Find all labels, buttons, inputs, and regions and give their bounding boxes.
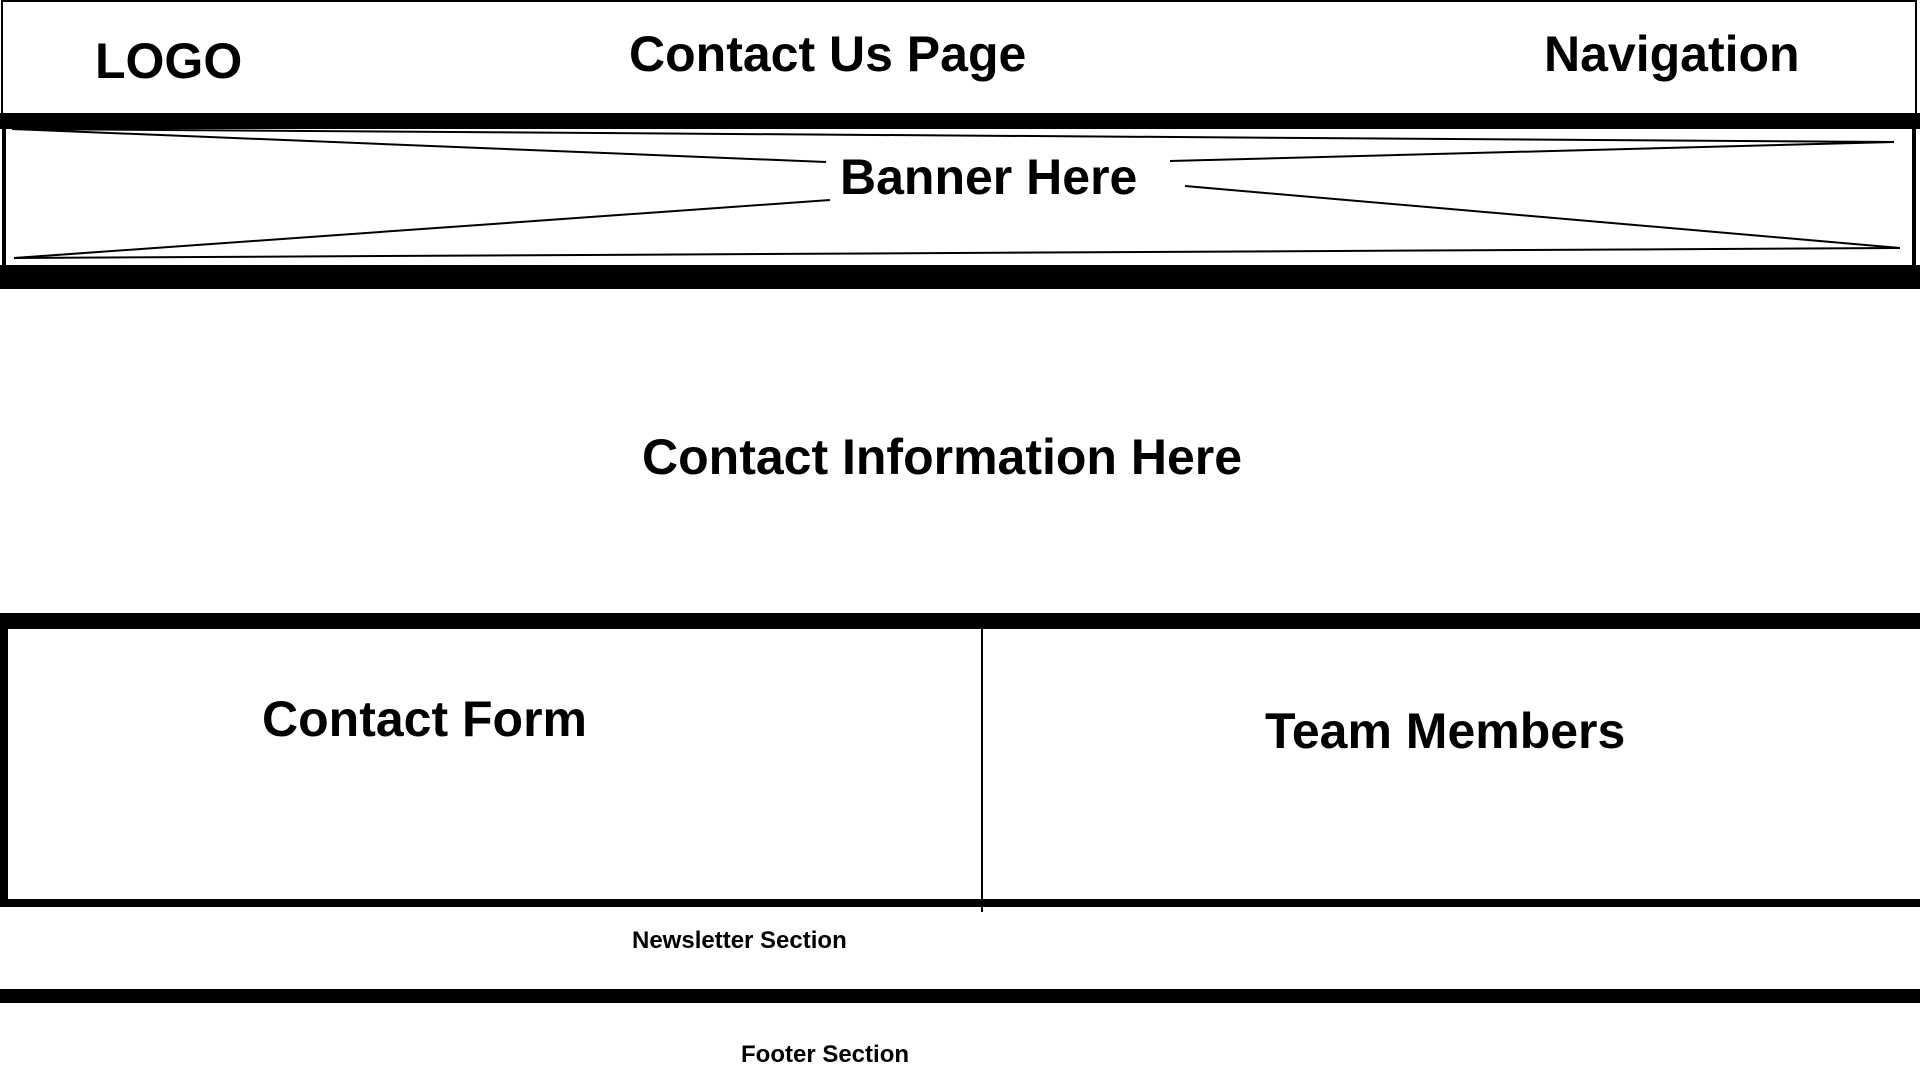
contact-information-placeholder: Contact Information Here [642, 429, 1243, 485]
team-members-placeholder: Team Members [1265, 703, 1626, 759]
newsletter-placeholder: Newsletter Section [632, 927, 847, 954]
banner-diagonal-line [1184, 185, 1901, 249]
navigation-placeholder: Navigation [1544, 26, 1800, 82]
page-title: Contact Us Page [629, 26, 1027, 82]
footer-placeholder: Footer Section [741, 1041, 910, 1068]
banner-diagonal-line [13, 247, 1901, 259]
banner-divider [0, 265, 1920, 289]
banner-diagonal-line [11, 128, 1895, 143]
columns-left-border [0, 613, 8, 907]
banner-diagonal-line [13, 199, 831, 259]
footer-divider [0, 989, 1920, 1003]
columns-bottom-border [0, 899, 1920, 907]
columns-top-border [0, 613, 1920, 629]
header-region [1, 0, 1917, 113]
banner-label: Banner Here [830, 152, 1148, 202]
header-divider [0, 113, 1920, 129]
logo-placeholder: LOGO [95, 33, 243, 89]
banner-region [2, 129, 1916, 265]
banner-diagonal-line [11, 128, 827, 163]
banner-placeholder-cross [11, 128, 1901, 259]
columns-divider [981, 629, 983, 912]
banner-diagonal-line [1169, 141, 1895, 162]
contact-form-placeholder: Contact Form [262, 691, 587, 747]
